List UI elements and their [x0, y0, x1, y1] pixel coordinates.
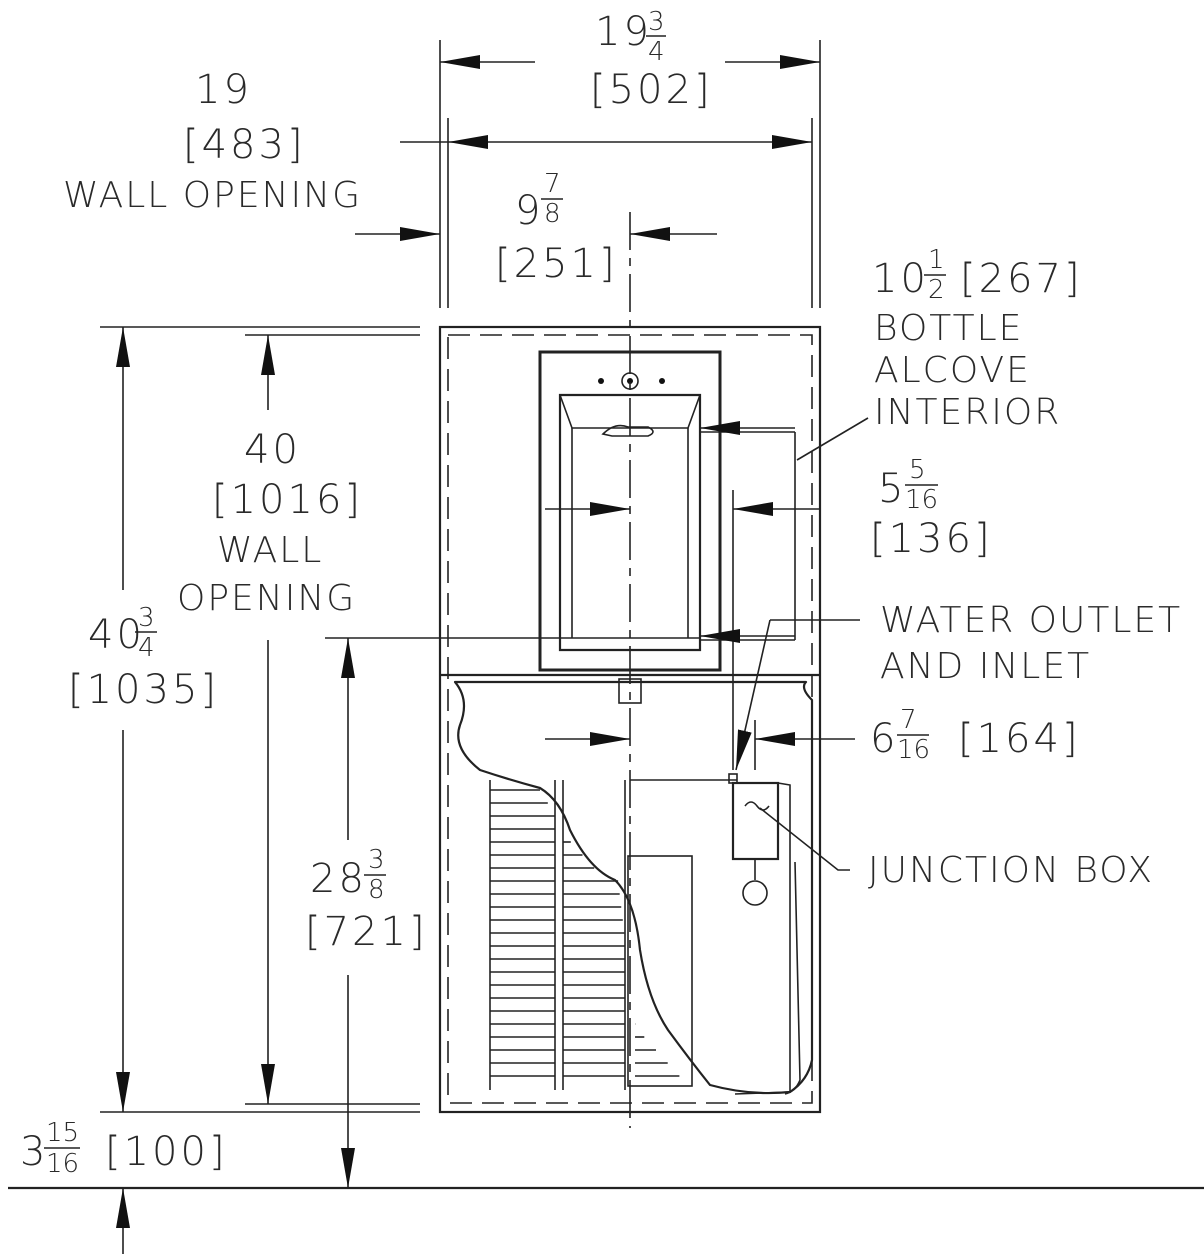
svg-text:16: 16	[905, 485, 938, 515]
svg-text:AND INLET: AND INLET	[880, 646, 1091, 687]
svg-text:4: 4	[648, 37, 665, 67]
wall-opening-width-dim: 19 [483] WALL OPENING	[63, 67, 362, 216]
alcove-depth-dim: 5 5 16 [136]	[870, 455, 993, 562]
dimension-lines	[116, 55, 855, 1254]
floor-clearance-dim: 3 15 16 [100]	[20, 1118, 228, 1179]
junction-box-callout: JUNCTION BOX	[868, 850, 1154, 891]
svg-text:19: 19	[195, 67, 252, 113]
alcove-leader	[796, 417, 869, 461]
svg-text:15: 15	[46, 1118, 79, 1148]
svg-text:[1035]: [1035]	[68, 667, 219, 713]
extension-lines	[100, 40, 821, 1113]
svg-text:BOTTLE: BOTTLE	[874, 308, 1023, 349]
svg-text:[721]: [721]	[305, 909, 428, 955]
svg-text:WALL: WALL	[217, 530, 323, 571]
svg-text:8: 8	[544, 199, 561, 229]
cutaway-section	[453, 680, 814, 1095]
svg-text:16: 16	[46, 1149, 79, 1179]
svg-text:2: 2	[928, 275, 945, 305]
svg-text:7: 7	[544, 169, 561, 199]
svg-text:10: 10	[872, 256, 929, 302]
svg-text:OPENING: OPENING	[177, 578, 356, 619]
svg-text:ALCOVE: ALCOVE	[874, 350, 1031, 391]
svg-text:3: 3	[368, 845, 385, 875]
wall-opening-height-dim: 40 [1016] WALL OPENING	[177, 427, 363, 619]
svg-text:16: 16	[897, 735, 930, 765]
svg-text:3: 3	[20, 1129, 48, 1175]
svg-text:28: 28	[310, 856, 367, 902]
alcove-height-dim: 10 1 2 [267] BOTTLE ALCOVE INTERIOR	[872, 245, 1083, 433]
svg-text:5: 5	[909, 455, 926, 485]
svg-text:5: 5	[878, 466, 906, 512]
svg-text:[251]: [251]	[495, 241, 618, 287]
svg-text:3: 3	[138, 603, 155, 633]
svg-text:[100]: [100]	[105, 1129, 228, 1175]
svg-text:WATER OUTLET: WATER OUTLET	[880, 600, 1182, 641]
svg-text:[502]: [502]	[590, 67, 713, 113]
svg-text:3: 3	[648, 7, 665, 37]
overall-width-dim: 19 3 4 [502]	[590, 7, 713, 113]
svg-text:INTERIOR: INTERIOR	[874, 392, 1061, 433]
centerline-offset-dim: 9 7 8 [251]	[495, 169, 618, 287]
svg-text:19: 19	[595, 9, 652, 55]
svg-text:40: 40	[244, 427, 301, 473]
overall-height-dim: 40 3 4 [1035]	[68, 603, 219, 713]
svg-text:1: 1	[928, 245, 945, 275]
outlet-offset-dim: 6 7 16 [164]	[870, 705, 1081, 765]
svg-text:4: 4	[138, 633, 155, 663]
water-outlet-callout: WATER OUTLET AND INLET	[880, 600, 1182, 687]
svg-text:[483]: [483]	[183, 122, 306, 168]
cooler-grille	[489, 780, 680, 1090]
svg-text:9: 9	[515, 188, 543, 234]
junction-box-leader	[759, 807, 850, 871]
junction-box	[731, 781, 780, 861]
svg-text:WALL OPENING: WALL OPENING	[63, 175, 362, 216]
svg-text:[1016]: [1016]	[212, 477, 363, 523]
svg-text:[267]: [267]	[960, 256, 1083, 302]
svg-text:40: 40	[88, 612, 145, 658]
svg-text:6: 6	[870, 716, 898, 762]
svg-text:8: 8	[368, 875, 385, 905]
svg-text:[136]: [136]	[870, 516, 993, 562]
svg-text:7: 7	[900, 705, 917, 735]
svg-text:[164]: [164]	[958, 716, 1081, 762]
outlet-height-dim: 28 3 8 [721]	[305, 845, 428, 955]
